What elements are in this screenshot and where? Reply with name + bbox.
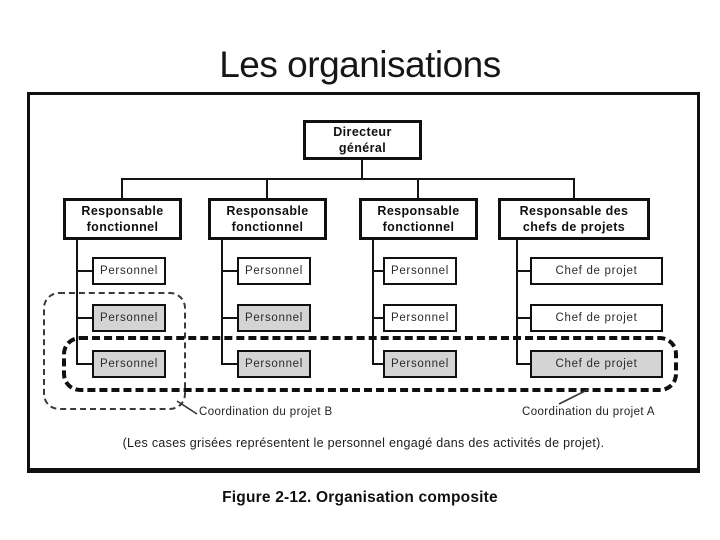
stub-line <box>77 270 93 272</box>
figure-note: (Les cases grisées représentent le perso… <box>122 436 605 450</box>
stub-line <box>517 270 531 272</box>
personnel-b1-r1: Personnel <box>92 257 166 285</box>
stub-line <box>517 317 531 319</box>
connector-line <box>573 178 575 200</box>
personnel-b3-r2: Personnel <box>383 304 457 332</box>
connector-line <box>121 178 123 200</box>
chef-de-projet-r1: Chef de projet <box>530 257 663 285</box>
chef-de-projet-r2: Chef de projet <box>530 304 663 332</box>
org-node-responsable-3: Responsable fonctionnel <box>359 198 478 240</box>
stub-line <box>222 270 238 272</box>
stub-line <box>373 270 384 272</box>
stub-line <box>517 363 531 365</box>
personnel-b2-r1: Personnel <box>237 257 311 285</box>
org-node-directeur-general: Directeur général <box>303 120 422 160</box>
project-a-coordination-outline <box>62 336 678 392</box>
personnel-b1-r2: Personnel <box>92 304 166 332</box>
personnel-b3-r1: Personnel <box>383 257 457 285</box>
personnel-b2-r2: Personnel <box>237 304 311 332</box>
branch-spine-line <box>516 239 518 365</box>
org-node-responsable-chefs-projets: Responsable des chefs de projets <box>498 198 650 240</box>
stub-line <box>222 317 238 319</box>
org-node-responsable-2: Responsable fonctionnel <box>208 198 327 240</box>
branch-spine-line <box>221 239 223 365</box>
coordination-projet-a-label: Coordination du projet A <box>522 406 655 418</box>
coordination-projet-b-label: Coordination du projet B <box>199 406 333 418</box>
chef-de-projet-r3: Chef de projet <box>530 350 663 378</box>
project-b-coordination-outline <box>43 292 186 410</box>
connector-line <box>266 178 268 200</box>
stub-line <box>373 317 384 319</box>
stub-line <box>77 363 93 365</box>
personnel-b3-r3: Personnel <box>383 350 457 378</box>
stub-line <box>77 317 93 319</box>
page-title: Les organisations <box>219 44 501 85</box>
personnel-b1-r3: Personnel <box>92 350 166 378</box>
org-node-responsable-1: Responsable fonctionnel <box>63 198 182 240</box>
connector-line <box>417 178 419 200</box>
connector-line <box>121 178 575 180</box>
branch-spine-line <box>372 239 374 365</box>
personnel-b2-r3: Personnel <box>237 350 311 378</box>
stub-line <box>373 363 384 365</box>
figure-caption: Figure 2-12. Organisation composite <box>222 489 498 506</box>
connector-line <box>361 159 363 180</box>
branch-spine-line <box>76 239 78 365</box>
stub-line <box>222 363 238 365</box>
